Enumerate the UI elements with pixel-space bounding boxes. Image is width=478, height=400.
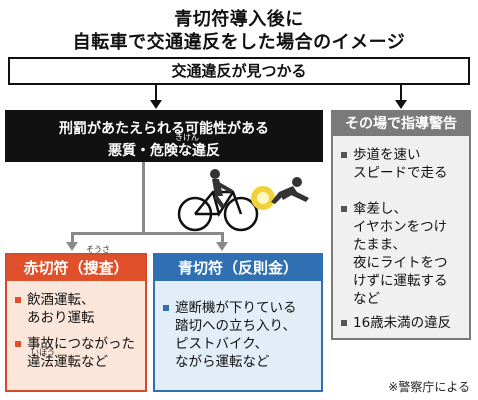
bullet-square [15,297,21,303]
arrow-to-penalty [150,100,162,109]
title-line2: 自転車で交通違反をした場合のイメージ [72,32,406,53]
connector-to-blue [221,232,224,242]
source-note: ※警察庁による [388,380,470,394]
onsite-item-3-text: 16歳未満の違反 [353,315,452,331]
collision-burst-icon [251,186,275,210]
blue-ticket-item-1-text: 遮断機が下りている 踏切への立ち入り、 ピストバイク、 ながら運転など [175,300,297,370]
penalty-ruby: きけん [175,133,199,142]
red-ticket-heading: 赤切符（捜査） [7,255,145,281]
bullet-square [163,305,169,311]
blue-ticket-heading: 青切符（反則金） [155,255,321,281]
onsite-item-1-text: 歩道を速い スピードで走る [353,147,448,181]
red-ticket-item-2-text: 事故につながった 違法運転など [27,336,135,370]
bullet-square [15,341,21,347]
blue-ticket-item-1: 遮断機が下りている 踏切への立ち入り、 ピストバイク、 ながら運転など [163,299,321,371]
red-ticket-item-1-text: 飲酒運転、 あおり運転 [27,292,95,326]
connector-horizontal [72,232,222,235]
connector-to-red [71,232,74,242]
penalty-line1: 刑罰があたえられる可能性がある [59,121,269,137]
connector-left-down [155,85,157,101]
onsite-warning-box: その場で指導警告 歩道を速い スピードで走る 傘差し、 イヤホンをつけ たまま、… [331,110,471,340]
title-line1: 青切符導入後に [174,9,304,30]
bullet-square [341,152,347,158]
red-ticket-item-ruby: いほう [31,348,55,357]
violation-found-box: 交通違反が見つかる [8,57,470,85]
onsite-item-3: 16歳未満の違反 [341,314,467,332]
red-ticket-item-1: 飲酒運転、 あおり運転 [15,291,145,327]
red-ticket-box: 赤切符（捜査） 飲酒運転、 あおり運転 いほう 事故につながった 違法運転など [5,253,147,392]
cyclist-figure [210,169,233,208]
bullet-square [341,206,347,212]
penalty-line2: 悪質・危険な違反 [108,143,220,159]
red-ticket-ruby: そうさ [86,245,110,254]
onsite-item-2-text: 傘差し、 イヤホンをつけ たまま、 夜にライトをつ けずに運転する など [353,201,448,307]
blue-ticket-box: 青切符（反則金） 遮断機が下りている 踏切への立ち入り、 ピストバイク、 ながら… [153,253,323,392]
arrow-to-red [66,242,78,251]
cyclist-illustration [177,169,309,232]
red-ticket-item-2: 事故につながった 違法運転など [15,335,145,371]
connector-right-down [400,85,402,101]
onsite-heading: その場で指導警告 [333,112,469,136]
arrow-to-onsite [395,100,407,109]
onsite-item-2: 傘差し、 イヤホンをつけ たまま、 夜にライトをつ けずに運転する など [341,200,467,308]
bullet-square [341,320,347,326]
onsite-item-1: 歩道を速い スピードで走る [341,146,467,182]
penalty-box: 刑罰があたえられる可能性がある きけん 悪質・危険な違反 [5,110,323,162]
falling-pedestrian-icon [271,177,309,204]
connector-penalty-down [142,162,145,234]
arrow-to-blue [216,242,228,251]
